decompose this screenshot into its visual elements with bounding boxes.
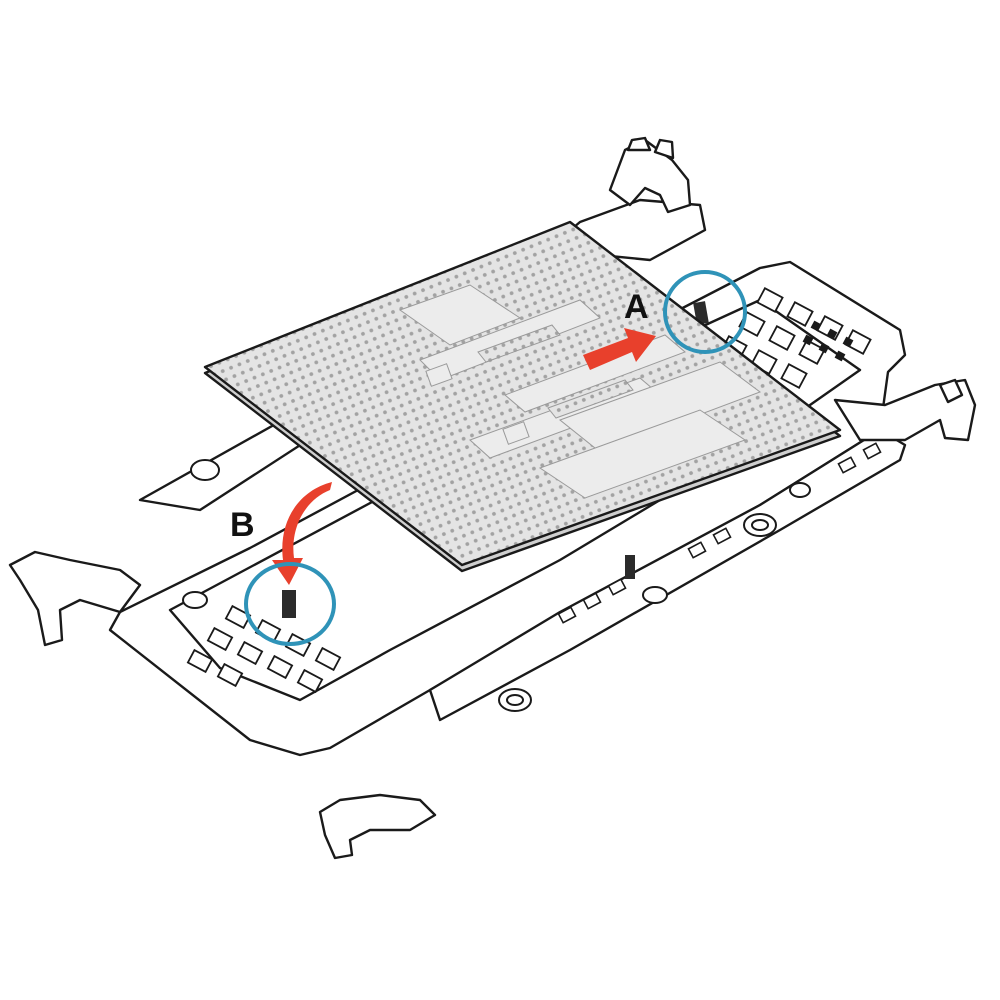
circle-a-icon (663, 270, 747, 354)
cpu-contact-rows (425, 324, 634, 445)
frame-dark-squares (802, 320, 854, 362)
frame-clip-right (938, 378, 964, 404)
callout-label-b: B (230, 506, 255, 544)
callout-label-a: A (624, 288, 649, 326)
cpu-small-window-1 (425, 363, 453, 387)
frame-window-grid-bottom-left (186, 604, 342, 694)
frame-latch-left (8, 550, 142, 647)
frame-clip-top-right-2 (653, 138, 675, 160)
frame-holes (182, 459, 811, 712)
frame-rail-bottom (428, 428, 907, 722)
frame-tab-left (282, 590, 296, 618)
cpu-small-window-2 (502, 421, 530, 445)
cpu-keepout-bands (398, 284, 762, 499)
frame-slots (557, 442, 882, 624)
arrow-b-icon (272, 482, 332, 585)
frame-clip-top-right-1 (626, 136, 652, 152)
frame-latch-bottom (318, 793, 437, 860)
frame-tab-right (625, 555, 635, 579)
cpu-package (203, 220, 842, 573)
arrow-a-icon (583, 328, 656, 370)
circle-b-icon (244, 562, 336, 646)
frame-latch-right (833, 378, 977, 442)
